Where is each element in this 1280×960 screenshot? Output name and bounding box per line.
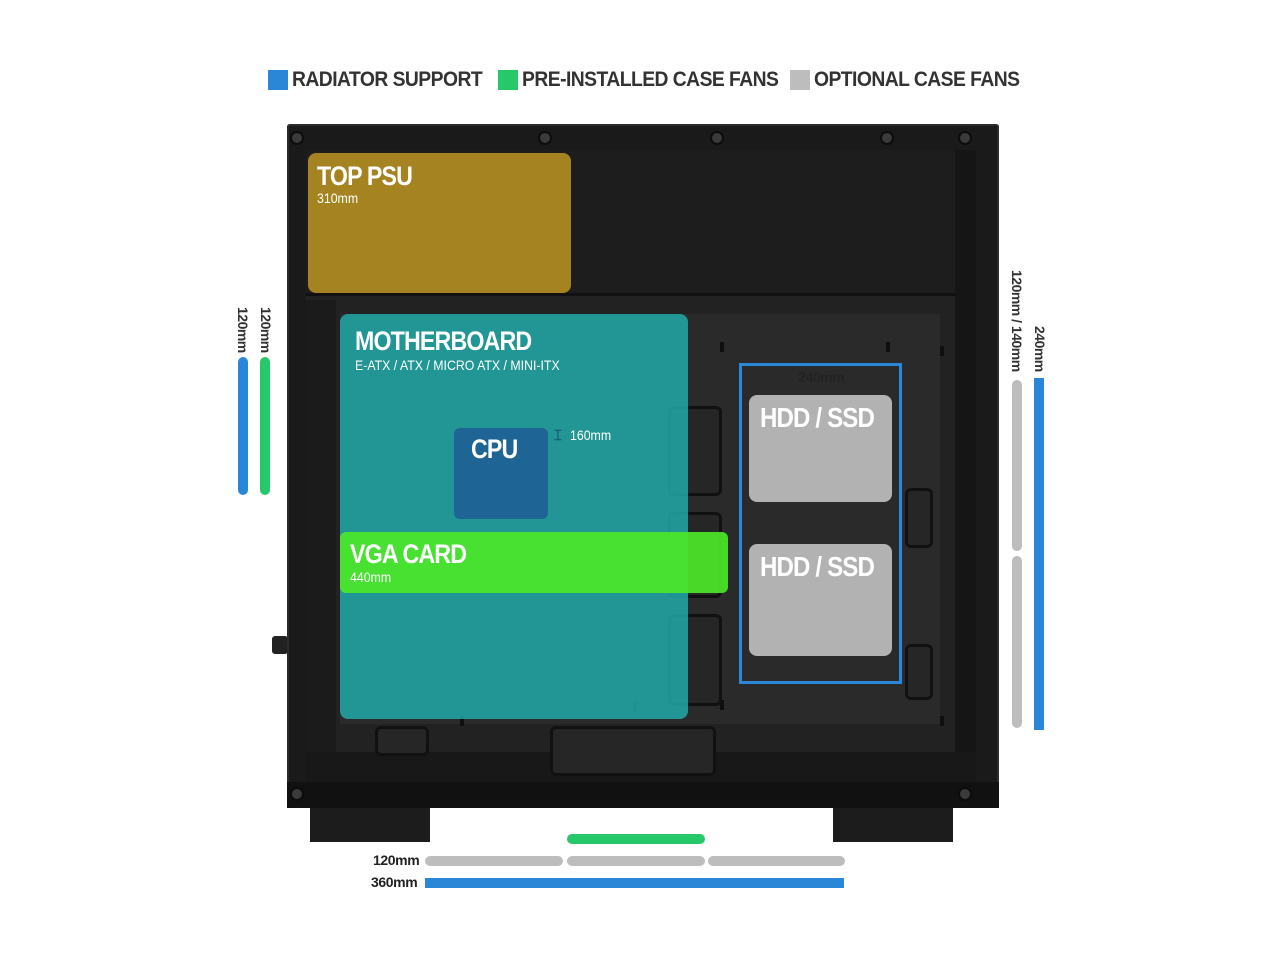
motherboard-title: MOTHERBOARD xyxy=(355,326,532,356)
vga-size: 440mm xyxy=(350,569,392,585)
hdd-bay-1: HDD / SSD xyxy=(749,395,892,502)
vga-card-zone: VGA CARD 440mm xyxy=(340,532,728,593)
cpu-title: CPU xyxy=(471,434,518,464)
motherboard-formats: E-ATX / ATX / MICRO ATX / MINI-ITX xyxy=(355,357,560,373)
legend-label-optional: OPTIONAL CASE FANS xyxy=(814,68,1020,91)
right-rail xyxy=(955,150,976,782)
bottom-fan-label: 120mm xyxy=(373,852,420,868)
hdd-bay-2: HDD / SSD xyxy=(749,544,892,656)
case-foot-left xyxy=(310,808,430,842)
screw-icon xyxy=(958,787,972,801)
tie-slot xyxy=(886,342,890,352)
legend-label-pre-installed: PRE-INSTALLED CASE FANS xyxy=(522,68,779,91)
left-radiator-bar xyxy=(238,357,248,495)
right-radiator-label: 240mm xyxy=(1032,326,1048,372)
cpu-cooler-height: 160mm xyxy=(570,427,612,443)
tie-slot xyxy=(720,700,724,710)
right-radiator-bar xyxy=(1034,378,1044,730)
vga-title: VGA CARD xyxy=(350,539,467,569)
right-fan-bar-2 xyxy=(1012,556,1022,728)
psu-size: 310mm xyxy=(317,190,359,206)
bottom-fan-bar-1 xyxy=(425,856,563,866)
bottom-fan-bar-3 xyxy=(708,856,845,866)
screw-icon xyxy=(290,787,304,801)
hdd-label: HDD / SSD xyxy=(760,402,875,433)
bottom-fan-icon xyxy=(550,726,716,776)
cable-grommet-icon xyxy=(905,488,933,548)
tie-slot xyxy=(720,342,724,352)
pre-installed-swatch xyxy=(498,70,518,90)
left-fan-label: 120mm xyxy=(258,307,274,353)
legend-label-radiator: RADIATOR SUPPORT xyxy=(292,68,483,91)
bottom-radiator-bar xyxy=(425,878,844,888)
legend-radiator-support: RADIATOR SUPPORT xyxy=(268,68,499,92)
screw-icon xyxy=(538,131,552,145)
screw-icon xyxy=(880,131,894,145)
legend-pre-installed-fans: PRE-INSTALLED CASE FANS xyxy=(498,68,801,92)
bottom-radiator-label: 360mm xyxy=(371,874,418,890)
cable-grommet-icon xyxy=(905,644,933,700)
radiator-swatch xyxy=(268,70,288,90)
bottom-pre-installed-bar xyxy=(567,834,705,844)
front-radiator-zone: 240mm xyxy=(739,363,902,684)
tie-slot xyxy=(940,346,944,356)
cpu-zone: CPU xyxy=(454,428,548,519)
optional-swatch xyxy=(790,70,810,90)
tie-slot xyxy=(460,716,464,726)
front-radiator-size: 240mm xyxy=(798,369,845,385)
side-thumbscrew xyxy=(272,636,288,654)
bottom-fan-bar-2 xyxy=(567,856,705,866)
case-foot-right xyxy=(833,808,953,842)
hdd-label: HDD / SSD xyxy=(760,551,875,582)
right-fan-label: 120mm / 140mm xyxy=(1009,270,1025,372)
tie-slot xyxy=(940,716,944,726)
grommet-icon xyxy=(375,726,429,756)
left-fan-bar xyxy=(260,357,270,495)
left-radiator-label: 120mm xyxy=(235,307,251,353)
screw-icon xyxy=(958,131,972,145)
legend-optional-fans: OPTIONAL CASE FANS xyxy=(790,68,1037,92)
right-fan-bar-1 xyxy=(1012,380,1022,551)
top-psu-zone: TOP PSU 310mm xyxy=(308,153,571,293)
screw-icon xyxy=(710,131,724,145)
height-marker-icon: ⌶ xyxy=(554,427,562,444)
screw-icon xyxy=(290,131,304,145)
bottom-frame xyxy=(287,782,999,808)
left-vent xyxy=(306,300,336,760)
psu-title: TOP PSU xyxy=(317,161,413,191)
